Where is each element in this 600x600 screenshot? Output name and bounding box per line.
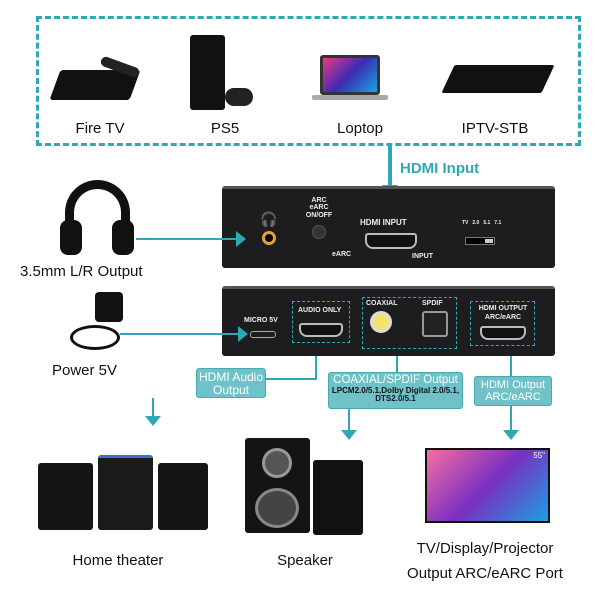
- power-label: Power 5V: [52, 362, 118, 379]
- power-connector-line: [120, 333, 240, 335]
- arc-earc-label: ARC eARC ON/OFF: [305, 197, 333, 219]
- device-label: IPTV-STB: [461, 120, 529, 137]
- input-devices-box: [36, 16, 581, 146]
- laptop-base: [312, 95, 388, 100]
- audio-only-label: AUDIO ONLY: [298, 307, 342, 314]
- iptv-stb-image: [441, 65, 555, 93]
- micro5v-label: MICRO 5V: [244, 317, 278, 324]
- power-adapter-image: [95, 292, 123, 322]
- connector-line: [510, 406, 512, 430]
- hdmi-input-label: HDMI Input: [400, 160, 480, 177]
- connector-line: [348, 409, 350, 431]
- speaker-image: [313, 460, 363, 535]
- output-label: TV/Display/Projector: [416, 540, 554, 557]
- connector-line: [396, 356, 398, 372]
- mode-switch-labels: TV 2.0 5.1 7.1: [462, 220, 502, 226]
- connector-line: [510, 356, 512, 376]
- arrow-down-icon: [145, 416, 161, 426]
- hdmi-output-callout: HDMI Output ARC/eARC: [474, 376, 552, 406]
- switch-label: 2.0: [472, 220, 480, 226]
- device-label: Fire TV: [75, 120, 125, 137]
- power-cable-image: [70, 325, 120, 350]
- connector-line: [152, 398, 154, 416]
- coax-spdif-group: [362, 297, 457, 349]
- headphones-image: [65, 180, 130, 250]
- hdmi-input-port: [365, 233, 417, 249]
- input-connector-line: [388, 146, 392, 186]
- controller-image: [225, 88, 253, 106]
- audio-only-group: [292, 301, 350, 343]
- speaker-image: [245, 438, 310, 533]
- device-front-panel: 🎧 ARC eARC ON/OFF eARC HDMI INPUT INPUT …: [222, 186, 555, 268]
- ps5-image: [190, 35, 225, 110]
- hdmi-input-port-label: HDMI INPUT: [360, 218, 407, 227]
- tv-image: 55": [425, 448, 550, 523]
- headphone-connector-line: [136, 238, 236, 240]
- headphones-cup: [112, 220, 134, 255]
- home-theater-image: [38, 455, 208, 530]
- output-label: Home theater: [72, 552, 164, 569]
- coaxial-port: [370, 311, 392, 333]
- input-led-label: INPUT: [412, 253, 433, 260]
- mode-switch[interactable]: [465, 237, 495, 245]
- device-rear-panel: MICRO 5V AUDIO ONLY COAXIAL SPDIF HDMI O…: [222, 286, 555, 356]
- headphones-cup: [60, 220, 82, 255]
- device-label: Loptop: [337, 120, 383, 137]
- device-label: PS5: [210, 120, 240, 137]
- switch-label: 5.1: [483, 220, 491, 226]
- arrow-right-icon: [236, 231, 246, 247]
- coax-title: COAXIAL/SPDIF Output: [333, 374, 458, 386]
- arrow-down-icon: [503, 430, 519, 440]
- arrow-down-icon: [341, 430, 357, 440]
- hdmi-output-group: [470, 301, 535, 346]
- hdmi-audio-callout: HDMI Audio Output: [196, 368, 266, 398]
- spdif-label: SPDIF: [422, 300, 443, 307]
- coax-formats: LPCM2.0/5.1,Dolby Digital 2.0/5.1, DTS2.…: [331, 385, 460, 404]
- output-label: Speaker: [277, 552, 333, 569]
- switch-label: 7.1: [494, 220, 502, 226]
- micro-usb-port: [250, 331, 276, 338]
- coax-spdif-callout: COAXIAL/SPDIF Output LPCM2.0/5.1,Dolby D…: [328, 372, 463, 409]
- arrow-right-icon: [238, 326, 248, 342]
- switch-label: TV: [462, 220, 469, 226]
- output-label: Output ARC/eARC Port: [407, 565, 563, 582]
- arc-earc-button[interactable]: [312, 225, 326, 239]
- earc-led-label: eARC: [332, 251, 352, 258]
- tv-size-label: 55": [533, 451, 545, 460]
- headphone-icon: 🎧: [260, 211, 278, 227]
- coaxial-label: COAXIAL: [366, 300, 398, 307]
- connector-line: [315, 356, 317, 378]
- hdmi-output-label: HDMI OUTPUT: [478, 305, 528, 312]
- spdif-port: [422, 311, 448, 337]
- connector-line: [265, 378, 317, 380]
- laptop-image: [320, 55, 380, 95]
- hdmi-output-arc-label: ARC/eARC: [484, 314, 522, 321]
- hdmi-audio-port: [299, 323, 343, 337]
- headphone-output-label: 3.5mm L/R Output: [20, 263, 143, 280]
- headphone-jack: [262, 231, 276, 245]
- hdmi-output-port: [480, 326, 526, 340]
